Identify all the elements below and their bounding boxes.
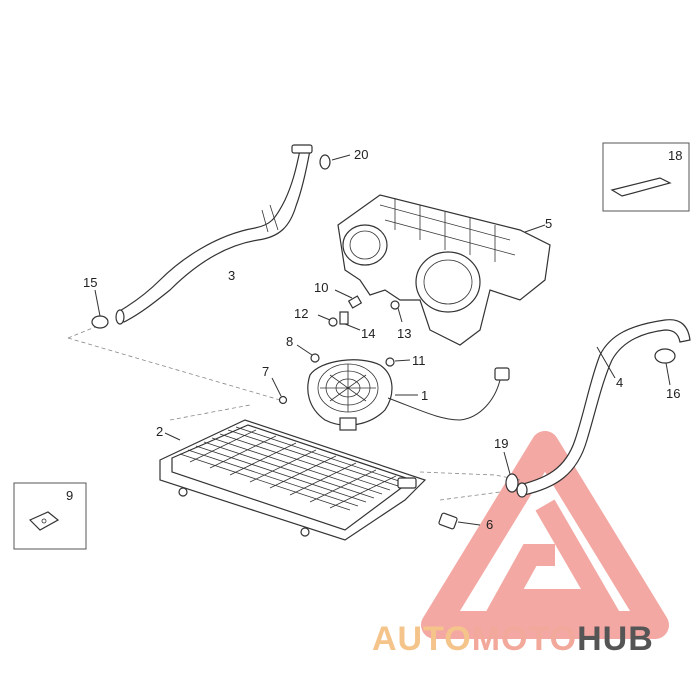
bolt-part-8 xyxy=(296,344,320,363)
clamp-part-16 xyxy=(654,348,676,386)
watermark-part-hub: HUB xyxy=(577,620,654,658)
callout-14: 14 xyxy=(361,326,375,341)
callout-7: 7 xyxy=(262,364,269,379)
box-part-9 xyxy=(13,482,87,550)
upper-hose-part-3 xyxy=(115,144,313,325)
callout-20: 20 xyxy=(354,147,368,162)
callout-11: 11 xyxy=(412,353,426,368)
callout-8: 8 xyxy=(286,334,293,349)
callout-19: 19 xyxy=(494,436,508,451)
screw-part-7 xyxy=(271,377,288,405)
callout-13: 13 xyxy=(397,326,411,341)
nut-part-13 xyxy=(390,300,403,323)
callout-16: 16 xyxy=(666,386,680,401)
lower-hose-part-4 xyxy=(516,319,691,498)
watermark-logo xyxy=(421,431,669,639)
watermark-part-moto: MOTO xyxy=(472,620,577,658)
callout-4: 4 xyxy=(616,375,623,390)
box-part-18 xyxy=(602,142,690,212)
callout-5: 5 xyxy=(545,216,552,231)
callout-3: 3 xyxy=(228,268,235,283)
callout-9: 9 xyxy=(66,488,73,503)
bolt-part-11 xyxy=(385,357,411,367)
callout-15: 15 xyxy=(83,275,97,290)
electric-fan-part-1 xyxy=(307,359,510,431)
clamp-part-19 xyxy=(503,451,519,493)
spring-part-14 xyxy=(339,311,361,331)
callout-6: 6 xyxy=(486,517,493,532)
clip-part-20 xyxy=(319,154,351,170)
fan-shroud-part-5 xyxy=(337,194,551,346)
screw-part-12 xyxy=(317,314,338,327)
watermark-part-auto: AUTO xyxy=(372,620,472,658)
sensor-part-6 xyxy=(438,512,481,530)
callout-1: 1 xyxy=(421,388,428,403)
radiator-fins xyxy=(179,426,406,511)
hose-clamp-part-15 xyxy=(91,289,109,329)
radiator-part-2 xyxy=(159,419,427,541)
watermark-text: AUTOMOTOHUB xyxy=(372,620,654,658)
fastener-part-10 xyxy=(334,289,363,309)
callout-12: 12 xyxy=(294,306,308,321)
callout-2: 2 xyxy=(156,424,163,439)
callout-18: 18 xyxy=(668,148,682,163)
callout-10: 10 xyxy=(314,280,328,295)
